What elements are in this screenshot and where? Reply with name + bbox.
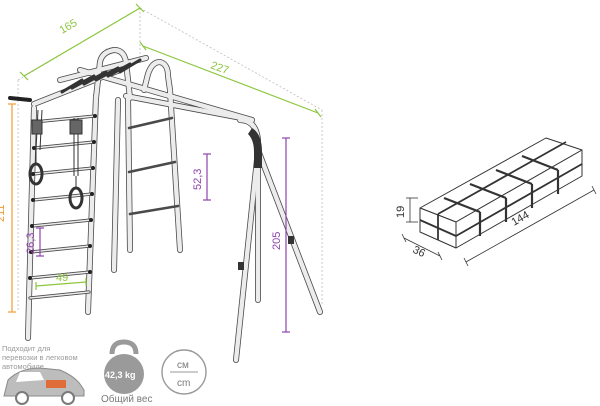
box-depth-label: 36 bbox=[411, 244, 427, 260]
car-note-line1: Подходит для bbox=[2, 344, 51, 353]
post-height-dimension bbox=[282, 137, 290, 333]
leg-fittings bbox=[238, 236, 294, 270]
top-rungs bbox=[60, 58, 142, 94]
car-note-line2: перевозки в легковом bbox=[2, 353, 78, 362]
box-height-label: 19 bbox=[395, 206, 407, 218]
length-dimension bbox=[139, 41, 322, 118]
ladder-spacing-dimension bbox=[203, 153, 211, 201]
height-label: 211 bbox=[0, 204, 7, 222]
box-height-dimension bbox=[406, 197, 418, 223]
width-label: 165 bbox=[58, 17, 80, 37]
gym-rings bbox=[28, 109, 84, 210]
height-dimension bbox=[8, 103, 16, 313]
car-icon bbox=[3, 367, 85, 405]
ladder-rung-fill bbox=[29, 115, 96, 299]
unit-bottom: cm bbox=[177, 378, 190, 389]
weight-label: Общий вес bbox=[101, 393, 152, 405]
package-box bbox=[419, 137, 583, 249]
rung-spacing-dimension bbox=[36, 227, 44, 257]
rung-spacing-label: 26,3 bbox=[25, 233, 37, 254]
unit-icon bbox=[161, 349, 207, 395]
rung-width-dimension bbox=[35, 278, 87, 290]
width-dimension bbox=[19, 3, 145, 81]
box-length-dimension bbox=[463, 185, 597, 267]
ladder-spacing-label: 52,3 bbox=[192, 169, 204, 190]
car-note-line3: автомобиле bbox=[2, 362, 44, 371]
back-ladder-rungs bbox=[127, 116, 180, 216]
unit-top: см bbox=[177, 360, 189, 371]
length-label: 227 bbox=[209, 60, 230, 78]
top-handle bbox=[8, 96, 32, 102]
kettlebell-icon bbox=[104, 339, 144, 394]
bounding-guides bbox=[17, 7, 323, 312]
weight-value: 42,3 kg bbox=[105, 370, 136, 380]
rung-width-label: 49 bbox=[56, 272, 68, 284]
car-note: Подходит для перевозки в легковом автомо… bbox=[2, 344, 92, 371]
box-depth-dimension bbox=[401, 233, 443, 261]
swing-frame bbox=[25, 46, 323, 363]
post-height-label: 205 bbox=[271, 232, 283, 250]
